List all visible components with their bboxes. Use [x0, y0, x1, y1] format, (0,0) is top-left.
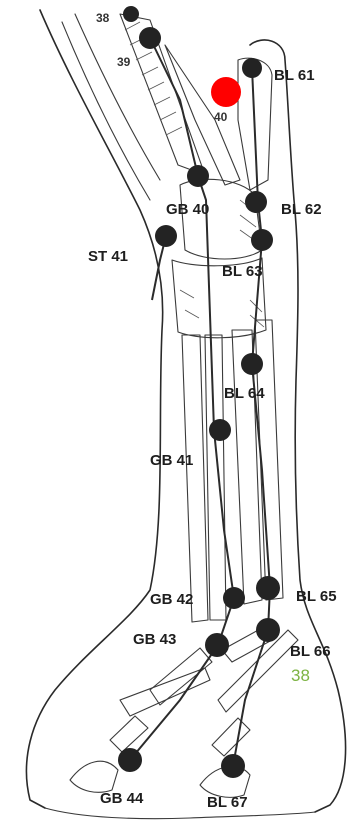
meridian-channels: [130, 38, 270, 766]
label-bl63: BL 63: [222, 263, 263, 280]
label-gb44: GB 44: [100, 790, 144, 807]
point-bl67[interactable]: [221, 754, 245, 778]
label-bl62: BL 62: [281, 201, 322, 218]
point-bl65[interactable]: [256, 576, 280, 600]
point-38[interactable]: [123, 6, 139, 22]
page-number: 38: [291, 666, 310, 686]
label-40: 40: [214, 110, 228, 124]
bone-structures: [70, 14, 298, 797]
point-bl63[interactable]: [251, 229, 273, 251]
point-gb42[interactable]: [223, 587, 245, 609]
point-gb44[interactable]: [118, 748, 142, 772]
label-38: 38: [96, 11, 110, 25]
bl-channel: [233, 68, 270, 766]
point-labels: 38 39 40 BL 61 GB 40 BL 62 ST 41 BL 63 B…: [88, 11, 337, 811]
point-39[interactable]: [139, 27, 161, 49]
point-bl61[interactable]: [242, 58, 262, 78]
label-gb42: GB 42: [150, 591, 193, 608]
point-st41[interactable]: [155, 225, 177, 247]
label-gb40: GB 40: [166, 201, 209, 218]
label-gb41: GB 41: [150, 452, 193, 469]
point-bl62[interactable]: [245, 191, 267, 213]
label-bl65: BL 65: [296, 588, 337, 605]
label-39: 39: [117, 55, 131, 69]
label-gb43: GB 43: [133, 631, 176, 648]
label-bl61: BL 61: [274, 67, 315, 84]
label-bl66: BL 66: [290, 643, 331, 660]
label-bl67: BL 67: [207, 794, 248, 811]
point-40-highlight[interactable]: [211, 77, 241, 107]
label-bl64: BL 64: [224, 385, 265, 402]
point-bl64[interactable]: [241, 353, 263, 375]
point-bl66[interactable]: [256, 618, 280, 642]
point-gb43[interactable]: [205, 633, 229, 657]
point-gb40[interactable]: [187, 165, 209, 187]
point-gb41[interactable]: [209, 419, 231, 441]
limb-outline: [26, 10, 345, 819]
label-st41: ST 41: [88, 248, 128, 265]
